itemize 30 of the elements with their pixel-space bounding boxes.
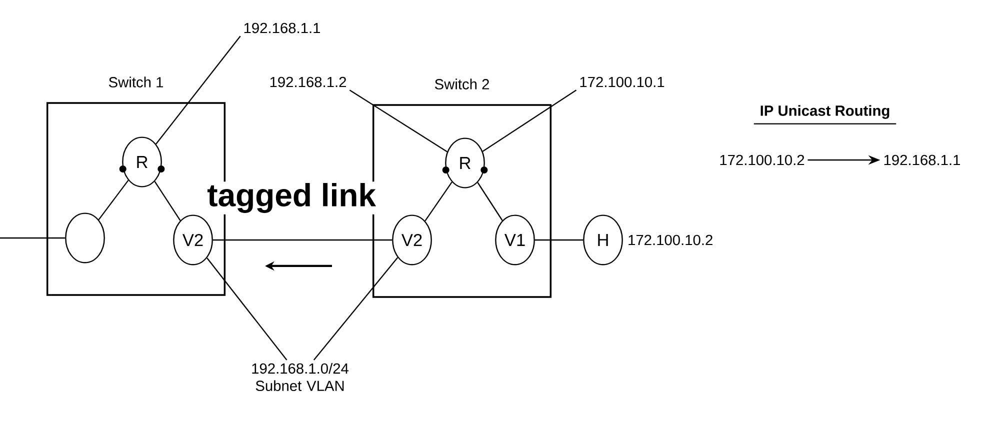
section-title: IP Unicast Routing [760, 105, 890, 119]
edge-label: tagged link [206, 182, 378, 214]
box-heading: Switch 1 [108, 76, 163, 88]
address-label: 192.168.1.0/24 Subnet VLAN [252, 362, 348, 392]
address-label: 192.168.1.2 [270, 76, 346, 88]
leader-line [482, 90, 577, 152]
link-line [534, 239, 584, 241]
leader-line [349, 90, 448, 152]
interface-node: V2 [173, 214, 213, 266]
link-line [0, 237, 66, 239]
address-label: 172.100.10.2 [628, 234, 712, 246]
leader-line [206, 258, 288, 360]
link-line [98, 180, 129, 220]
interface-node: H [583, 214, 623, 266]
link-line [154, 181, 181, 221]
address-label: 192.168.1.1 [884, 154, 960, 166]
link-line [477, 182, 503, 221]
link-line [212, 239, 392, 241]
interface-node: R [122, 136, 162, 188]
interface-node: V1 [495, 214, 535, 266]
interface-node: V2 [392, 214, 432, 266]
interface-node: R [445, 138, 485, 188]
leader-line [313, 257, 398, 360]
box-heading: Switch 2 [434, 78, 489, 90]
address-label: 172.100.10.2 [720, 154, 804, 166]
address-label: 192.168.1.1 [244, 22, 320, 34]
leader-line [156, 36, 241, 144]
link-line [424, 182, 452, 222]
interface-node [65, 212, 105, 264]
address-label: 172.100.10.1 [580, 76, 664, 88]
